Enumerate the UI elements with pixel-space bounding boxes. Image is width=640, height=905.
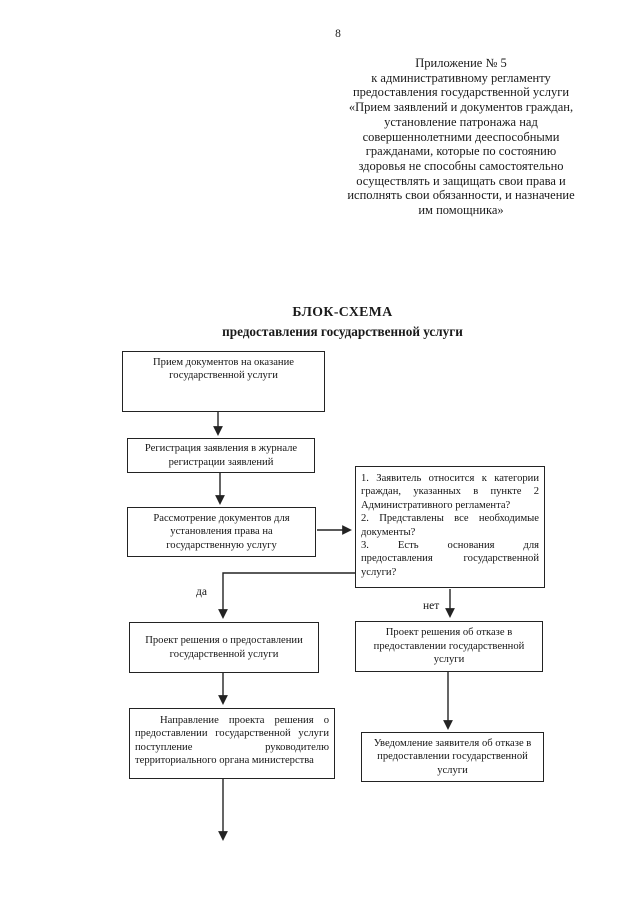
flow-box-line: установления права на (170, 526, 273, 538)
flow-box-line: услуги (437, 764, 468, 776)
flow-box-draft-refusal: Проект решения об отказе в предоставлени… (355, 621, 543, 672)
flow-box-draft-grant: Проект решения о предоставлении государс… (129, 622, 319, 673)
flow-box-line: регистрации заявлений (168, 456, 274, 468)
flow-box-refusal-notice: Уведомление заявителя об отказе в предос… (361, 732, 544, 782)
header-line: здоровья не способны самостоятельно (358, 158, 564, 173)
flow-box-line: государственную услугу (166, 539, 277, 551)
arrow-criteria-yes-to-draft-grant (218, 572, 356, 619)
flow-box-reception: Прием документов на оказание государстве… (122, 351, 325, 412)
flow-box-line: предоставлении государственной (373, 640, 525, 652)
flow-box-line: поступление руководителю (135, 741, 329, 753)
flowchart-title-main: БЛОК-СХЕМА (292, 304, 393, 319)
flow-box-line: территориального органа министерства (135, 755, 314, 767)
flow-box-line: документы? (361, 526, 416, 538)
flow-box-criteria-questions: 1. Заявитель относится к категории гражд… (355, 466, 545, 588)
flow-box-line: 1. Заявитель относится к категории (361, 473, 539, 484)
flow-box-forwarding: Направление проекта решения о предоставл… (129, 708, 335, 779)
header-line: «Прием заявлений и документов граждан, (348, 100, 574, 115)
flow-box-line: Прием документов на оказание (153, 357, 294, 368)
flow-box-line: государственной услуги (169, 370, 278, 382)
flow-box-line: 2. Представлены все необходимые (361, 513, 539, 525)
header-line: к административному регламенту (371, 70, 551, 85)
flow-box-line: Проект решения о предоставлении (145, 635, 303, 647)
flow-box-review: Рассмотрение документов для установления… (127, 507, 316, 557)
header-line: гражданами, которые по состоянию (365, 144, 557, 159)
flow-box-line: услуги? (361, 566, 397, 578)
header-line: осуществлять и защищать свои права и (356, 173, 566, 188)
flow-box-line: Проект решения об отказе в (385, 627, 513, 639)
flow-box-line: Направление проекта решения о (160, 715, 329, 726)
flow-box-line: граждан, указанных в пункте 2 (361, 486, 539, 498)
flow-box-line: предоставлении государственной (377, 751, 528, 763)
flow-box-line: услуги (433, 654, 465, 666)
flow-box-line: предоставлении государственной услуги (135, 728, 329, 740)
header-line: исполнять свои обязанности, и назначение (347, 188, 575, 203)
flowchart-title: БЛОК-СХЕМА предоставления государственно… (45, 304, 640, 340)
flowchart-title-sub: предоставления государственной услуги (222, 324, 463, 339)
header-line: установление патронажа над (384, 114, 538, 129)
flow-box-line: Административного регламента? (361, 499, 511, 511)
flow-box-line: предоставления государственной (361, 553, 539, 565)
page-number: 8 (335, 28, 341, 40)
branch-label-yes: да (196, 586, 207, 598)
header-line: предоставления государственной услуги (352, 85, 570, 100)
flow-box-line: Рассмотрение документов для (153, 512, 290, 524)
header-line: совершеннолетними дееспособными (362, 129, 560, 144)
header-line: им помощника» (418, 203, 504, 218)
branch-label-no: нет (423, 600, 440, 612)
flow-box-line: Регистрация заявления в журнале (144, 443, 298, 455)
flow-box-line: Уведомление заявителя об отказе в (373, 737, 532, 749)
flow-box-line: государственной услуги (169, 648, 279, 660)
appendix-header: Приложение № 5 к административному регла… (300, 56, 622, 218)
flow-box-registration: Регистрация заявления в журнале регистра… (127, 438, 315, 473)
header-line: Приложение № 5 (415, 56, 507, 70)
flow-box-line: 3. Есть основания для (361, 540, 539, 552)
